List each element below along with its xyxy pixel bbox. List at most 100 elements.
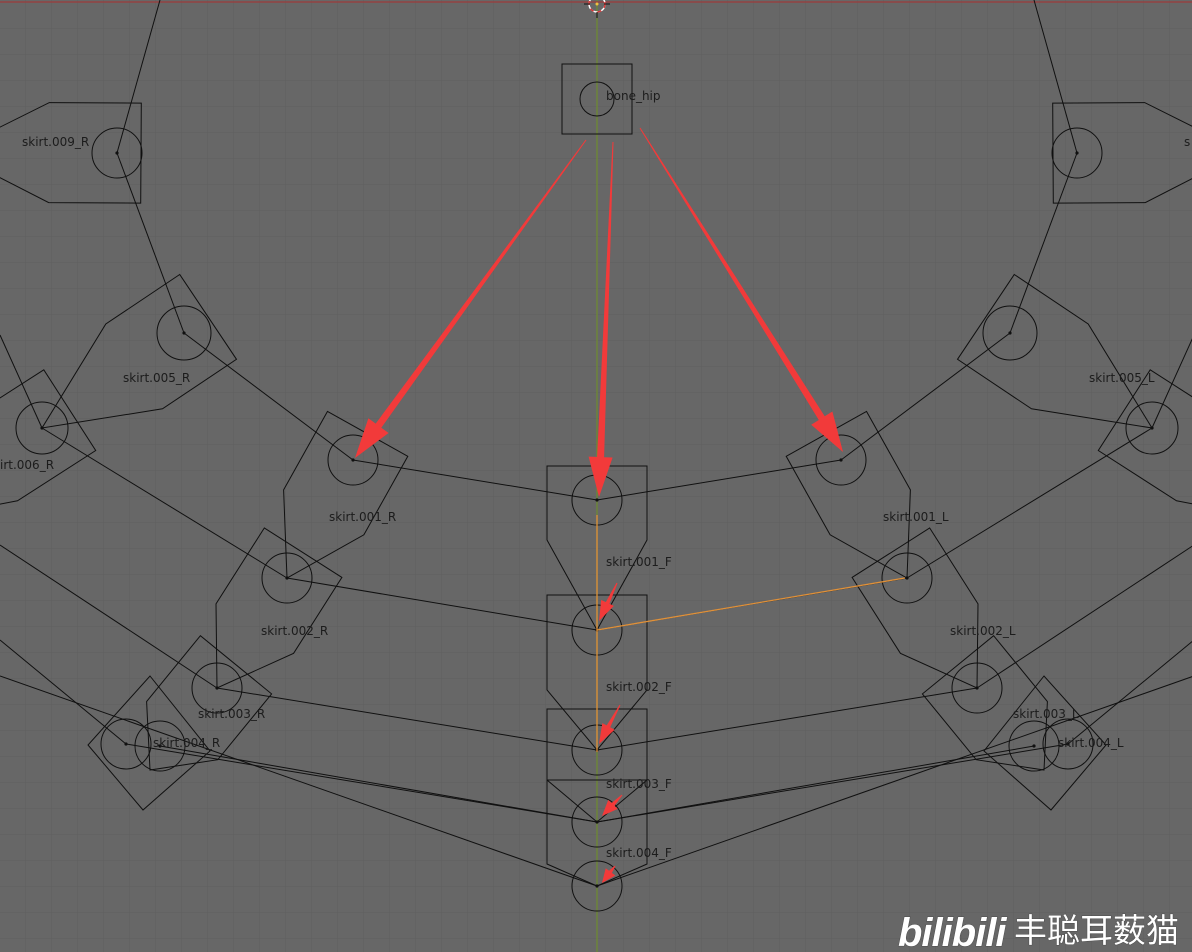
armature-bones[interactable] <box>0 63 1192 912</box>
bone-connection-line <box>840 332 1011 461</box>
bone-skirt-004-l[interactable] <box>983 675 1107 811</box>
bone-skirt-005-l[interactable] <box>956 273 1153 429</box>
bone-body[interactable] <box>0 369 97 525</box>
bone-label-skirt-009-l: s <box>1184 135 1190 149</box>
bone-label-skirt-003-f: skirt.003_F <box>606 777 672 791</box>
bone-connection-line <box>286 577 598 631</box>
bone-connection-line <box>116 152 185 334</box>
bone-body[interactable] <box>546 465 648 632</box>
bone-body[interactable] <box>1052 102 1192 204</box>
bone-joint[interactable] <box>327 434 379 486</box>
bone-skirt-004-r[interactable] <box>87 675 211 811</box>
bone-body[interactable] <box>546 594 648 751</box>
bone-joint[interactable] <box>261 552 313 604</box>
bone-label-skirt-003-l: skirt.003_L <box>1013 707 1079 721</box>
bone-body[interactable] <box>546 779 648 887</box>
bone-connection-line <box>1009 152 1078 334</box>
bone-joint[interactable] <box>571 860 623 912</box>
bone-connection-line <box>596 687 978 751</box>
bone-body[interactable] <box>546 708 648 823</box>
bone-connection-lines <box>0 0 1192 887</box>
bone-hip[interactable] <box>561 63 633 135</box>
bone-label-skirt-001-f: skirt.001_F <box>606 555 672 569</box>
bone-label-bone-hip: bone_hip <box>606 89 661 103</box>
bone-body[interactable] <box>956 273 1153 429</box>
bone-skirt-001-r[interactable] <box>283 410 409 579</box>
bone-body[interactable] <box>0 102 142 204</box>
bone-body[interactable] <box>921 634 1048 771</box>
bilibili-logo: bilibili <box>898 911 1007 952</box>
bone-skirt-005-r[interactable] <box>41 273 238 429</box>
bone-body[interactable] <box>146 634 273 771</box>
bone-head-dot <box>1150 426 1154 430</box>
bone-skirt-006-r[interactable] <box>0 369 97 525</box>
red-annotation-arrow <box>599 704 621 744</box>
bone-label-skirt-006-r: irt.006_R <box>0 458 54 472</box>
bone-joint[interactable] <box>91 127 143 179</box>
bone-head-dot <box>115 151 119 155</box>
bone-body[interactable] <box>1097 369 1192 525</box>
bone-skirt-009-r[interactable] <box>0 102 143 204</box>
bone-body[interactable] <box>215 527 343 689</box>
bone-joint[interactable] <box>156 305 212 361</box>
red-annotation-arrow <box>588 142 614 497</box>
bone-label-skirt-002-r: skirt.002_R <box>261 624 328 638</box>
bone-hip-box[interactable] <box>561 63 633 135</box>
bone-connection-line <box>116 0 161 154</box>
bone-head-dot <box>351 458 355 462</box>
bone-body[interactable] <box>983 675 1107 811</box>
bone-head-dot <box>215 686 219 690</box>
bone-joint[interactable] <box>982 305 1038 361</box>
annotation-arrows <box>355 127 843 883</box>
3d-cursor-icon <box>584 0 610 18</box>
bone-joint[interactable] <box>815 434 867 486</box>
red-annotation-arrow <box>639 127 843 452</box>
red-annotation-arrow <box>599 582 618 621</box>
bone-connection-line <box>159 745 598 823</box>
selected-relationship-lines <box>596 515 906 752</box>
bone-connection-line <box>352 459 598 501</box>
bone-skirt-003-r[interactable] <box>146 634 273 771</box>
bone-head-dot <box>182 331 186 335</box>
bone-skirt-001-l[interactable] <box>785 410 911 579</box>
bone-head-dot <box>975 686 979 690</box>
bone-skirt-002-r[interactable] <box>215 527 343 689</box>
bone-head-dot <box>839 458 843 462</box>
bone-body[interactable] <box>851 527 979 689</box>
bone-joint[interactable] <box>571 796 623 848</box>
bone-joint[interactable] <box>1125 401 1179 455</box>
bone-hip-joint[interactable] <box>579 81 615 117</box>
bone-body[interactable] <box>87 675 211 811</box>
bone-joint[interactable] <box>1042 718 1094 770</box>
bone-body[interactable] <box>41 273 238 429</box>
bone-joint[interactable] <box>1008 720 1060 772</box>
bone-body[interactable] <box>785 410 911 579</box>
bone-skirt-002-l[interactable] <box>851 527 979 689</box>
red-annotation-arrow <box>602 794 623 816</box>
selected-relation-line <box>596 577 906 631</box>
bone-skirt-003-l[interactable] <box>921 634 1048 771</box>
bone-head-dot <box>1075 151 1079 155</box>
watermark-author: 丰聪耳薮猫 <box>1014 911 1179 950</box>
bone-joint[interactable] <box>15 401 69 455</box>
bone-joint[interactable] <box>951 662 1003 714</box>
bone-connection-line <box>596 459 842 501</box>
bone-skirt-004-f[interactable] <box>546 779 648 912</box>
bone-head-dot <box>595 498 599 502</box>
bone-joint[interactable] <box>881 552 933 604</box>
bone-label-skirt-005-r: skirt.005_R <box>123 371 190 385</box>
bone-skirt-009-l[interactable] <box>1051 102 1192 204</box>
bone-body[interactable] <box>283 410 409 579</box>
bone-joint[interactable] <box>1051 127 1103 179</box>
bone-head-dot <box>595 884 599 888</box>
bone-joint[interactable] <box>191 662 243 714</box>
bone-head-dot <box>124 742 128 746</box>
bone-connection-line <box>41 427 288 579</box>
bone-skirt-006-l[interactable] <box>1097 369 1192 525</box>
bone-joint[interactable] <box>100 718 152 770</box>
cursor-center <box>595 2 599 6</box>
bone-head-dot <box>1032 744 1036 748</box>
red-annotation-arrow <box>355 139 587 458</box>
bone-joint[interactable] <box>134 720 186 772</box>
